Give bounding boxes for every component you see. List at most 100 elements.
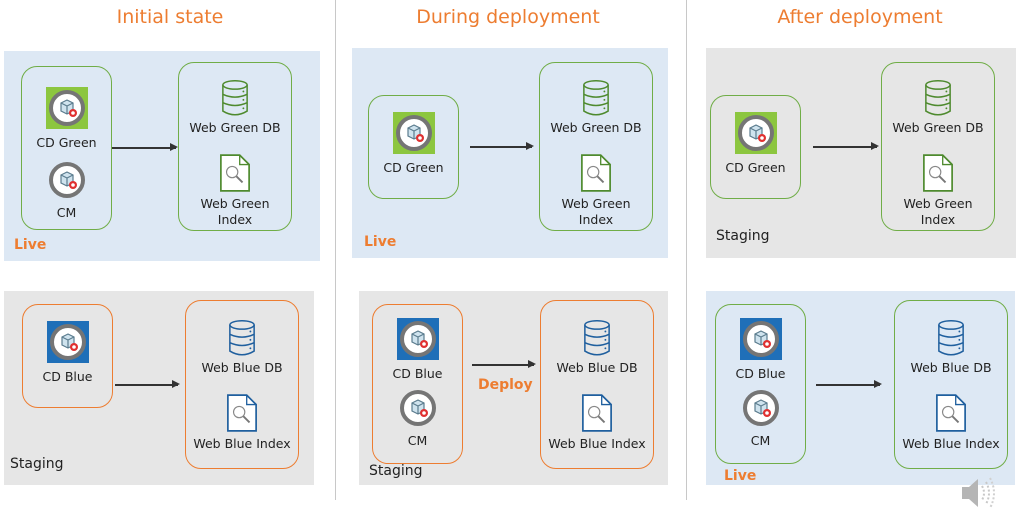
- cd-server-icon: [45, 87, 88, 129]
- cd-server-icon: [739, 318, 782, 360]
- cd-green-node[interactable]: CD Green: [369, 112, 458, 176]
- flow-arrow: [472, 361, 536, 367]
- resource-label: Web Green DB: [892, 120, 984, 135]
- cd-server-icon: [392, 112, 435, 154]
- resource-label: Index: [578, 212, 614, 227]
- cd-blue-node[interactable]: CD Blue: [716, 318, 805, 382]
- database-icon: [583, 319, 611, 357]
- resource-label: Web Blue DB: [556, 360, 638, 375]
- web-blue-db[interactable]: Web Blue DB: [895, 319, 1007, 376]
- node-label: CD Blue: [735, 366, 786, 381]
- resource-label: Web Blue Index: [548, 436, 646, 451]
- live-label: Live: [724, 468, 757, 484]
- deploy-label: Deploy: [478, 377, 533, 393]
- column-divider: [686, 0, 687, 500]
- web-resources-group: Web Blue DB Web Blue Index: [894, 300, 1008, 469]
- cm-node[interactable]: CM: [22, 161, 111, 221]
- node-label: CD Green: [36, 135, 97, 150]
- staging-environment: CD Blue Web Blue DB Web Blue Index Stagi…: [4, 291, 314, 485]
- node-label: CD Green: [383, 160, 444, 175]
- cd-server-icon: [396, 318, 439, 360]
- cm-server-icon: [399, 389, 437, 427]
- cd-group: CD Green: [710, 95, 801, 199]
- cd-blue-node[interactable]: CD Blue: [23, 321, 112, 385]
- resource-label: Web Green DB: [550, 120, 642, 135]
- web-green-index[interactable]: Web Green Index: [882, 153, 994, 228]
- node-label: CM: [407, 433, 428, 448]
- cm-server-icon: [48, 161, 86, 199]
- cm-node[interactable]: CM: [373, 389, 462, 449]
- live-label: Live: [364, 234, 397, 250]
- database-icon: [924, 79, 952, 117]
- web-green-index[interactable]: Web Green Index: [540, 153, 652, 228]
- flow-arrow: [115, 381, 180, 387]
- database-icon: [937, 319, 965, 357]
- live-label: Live: [14, 237, 47, 253]
- node-label: CD Blue: [392, 366, 443, 381]
- staging-label: Staging: [10, 456, 64, 472]
- cd-group: CD Green: [368, 95, 459, 199]
- resource-label: Web Blue DB: [201, 360, 283, 375]
- cd-group: CD Blue: [22, 304, 113, 408]
- staging-label: Staging: [716, 228, 770, 244]
- web-resources-group: Web Green DB Web Green Index: [539, 62, 653, 231]
- column-title-during-deployment: During deployment: [416, 6, 600, 28]
- flow-arrow: [816, 381, 882, 387]
- live-environment: CD Blue CM Web Blue DB Web Blue Index Li…: [706, 291, 1015, 485]
- column-title-after-deployment: After deployment: [777, 6, 943, 28]
- staging-label: Staging: [369, 463, 423, 479]
- web-resources-group: Web Green DB Web Green Index: [178, 62, 292, 231]
- cd-cm-group: CD Blue CM: [715, 304, 806, 464]
- web-resources-group: Web Blue DB Web Blue Index: [540, 300, 654, 469]
- column-divider: [335, 0, 336, 500]
- web-green-db[interactable]: Web Green DB: [540, 79, 652, 136]
- resource-label: Web Green: [903, 196, 973, 211]
- cm-node[interactable]: CM: [716, 389, 805, 449]
- cd-blue-node[interactable]: CD Blue: [373, 318, 462, 382]
- web-blue-index[interactable]: Web Blue Index: [541, 393, 653, 452]
- cd-green-node[interactable]: CD Green: [22, 87, 111, 151]
- web-green-db[interactable]: Web Green DB: [179, 79, 291, 136]
- node-label: CM: [750, 433, 771, 448]
- index-document-icon: [935, 393, 967, 433]
- resource-label: Index: [217, 212, 253, 227]
- index-document-icon: [226, 393, 258, 433]
- web-blue-db[interactable]: Web Blue DB: [186, 319, 298, 376]
- node-label: CM: [56, 205, 77, 220]
- resource-label: Web Blue Index: [193, 436, 291, 451]
- staging-environment: CD Blue CM Deploy Web Blue DB Web Blue I…: [359, 291, 668, 485]
- index-document-icon: [580, 153, 612, 193]
- cd-server-icon: [46, 321, 89, 363]
- resource-label: Web Blue DB: [910, 360, 992, 375]
- index-document-icon: [219, 153, 251, 193]
- cd-cm-group: CD Blue CM: [372, 304, 463, 464]
- web-blue-index[interactable]: Web Blue Index: [895, 393, 1007, 452]
- live-environment: CD Green CM Web Green DB Web Green Index…: [4, 51, 320, 261]
- cm-server-icon: [742, 389, 780, 427]
- speaker-icon[interactable]: [958, 475, 998, 511]
- resource-label: Web Blue Index: [902, 436, 1000, 451]
- flow-arrow: [470, 143, 534, 149]
- index-document-icon: [581, 393, 613, 433]
- database-icon: [582, 79, 610, 117]
- staging-environment: CD Green Web Green DB Web Green Index St…: [706, 48, 1016, 258]
- web-green-index[interactable]: Web Green Index: [179, 153, 291, 228]
- web-green-db[interactable]: Web Green DB: [882, 79, 994, 136]
- resource-label: Index: [920, 212, 956, 227]
- web-blue-index[interactable]: Web Blue Index: [186, 393, 298, 452]
- resource-label: Web Green: [200, 196, 270, 211]
- web-blue-db[interactable]: Web Blue DB: [541, 319, 653, 376]
- web-resources-group: Web Green DB Web Green Index: [881, 62, 995, 231]
- index-document-icon: [922, 153, 954, 193]
- resource-label: Web Green: [561, 196, 631, 211]
- web-resources-group: Web Blue DB Web Blue Index: [185, 300, 299, 469]
- flow-arrow: [112, 144, 178, 150]
- flow-arrow: [813, 143, 879, 149]
- cd-server-icon: [734, 112, 777, 154]
- cd-green-node[interactable]: CD Green: [711, 112, 800, 176]
- column-title-initial-state: Initial state: [116, 6, 224, 28]
- live-environment: CD Green Web Green DB Web Green Index Li…: [352, 48, 668, 258]
- cd-cm-group: CD Green CM: [21, 66, 112, 230]
- database-icon: [228, 319, 256, 357]
- database-icon: [221, 79, 249, 117]
